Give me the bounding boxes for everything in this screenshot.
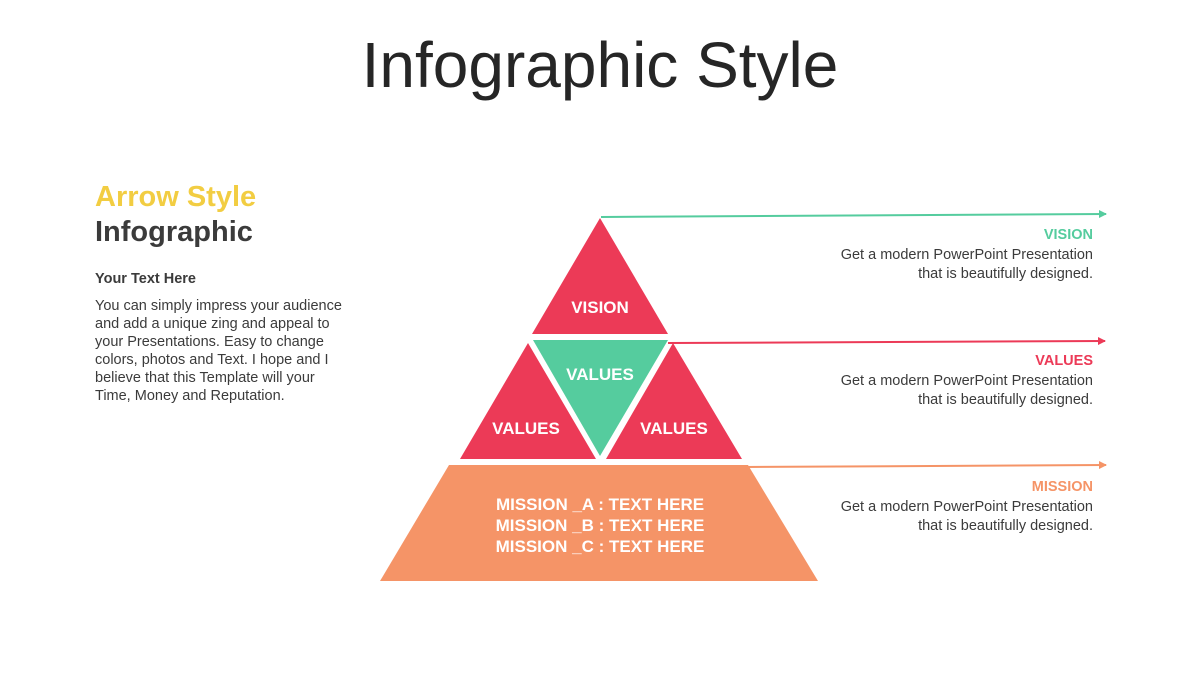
vision-title: VISION <box>1043 227 1093 243</box>
values-arrow <box>667 337 1106 346</box>
values-left-label: VALUES <box>492 419 560 438</box>
vision-arrow <box>600 210 1107 219</box>
heading-infographic: Infographic <box>95 216 253 248</box>
values-center-label: VALUES <box>566 365 634 384</box>
vision-text-block: VISION Get a modern PowerPoint Presentat… <box>833 227 1093 283</box>
description-paragraph: You can simply impress your audience and… <box>95 298 342 404</box>
left-text-block: Arrow Style Infographic Your Text Here Y… <box>95 180 355 405</box>
mission-line-c: MISSION _C : TEXT HERE <box>496 537 705 556</box>
mission-text-block: MISSION Get a modern PowerPoint Presenta… <box>833 479 1093 535</box>
mission-description: Get a modern PowerPoint Presentation tha… <box>840 499 1093 534</box>
values-right-triangle <box>606 343 742 459</box>
vision-description: Get a modern PowerPoint Presentation tha… <box>840 247 1093 282</box>
values-description: Get a modern PowerPoint Presentation tha… <box>840 373 1093 408</box>
mission-trapezoid <box>380 465 818 581</box>
values-center-triangle <box>533 340 668 456</box>
mission-title: MISSION <box>1031 479 1093 495</box>
values-right-label: VALUES <box>640 419 708 438</box>
mission-line-a: MISSION _A : TEXT HERE <box>496 495 704 514</box>
values-left-triangle <box>460 343 596 459</box>
mission-arrow <box>743 461 1107 470</box>
heading-arrow-style: Arrow Style <box>95 181 257 213</box>
subheading: Your Text Here <box>95 271 196 287</box>
values-text-block: VALUES Get a modern PowerPoint Presentat… <box>833 353 1093 409</box>
mission-line-b: MISSION _B : TEXT HERE <box>496 516 705 535</box>
page-title: Infographic Style <box>361 29 839 101</box>
vision-triangle <box>532 218 668 334</box>
vision-label: VISION <box>571 298 629 317</box>
values-title: VALUES <box>1035 353 1093 369</box>
